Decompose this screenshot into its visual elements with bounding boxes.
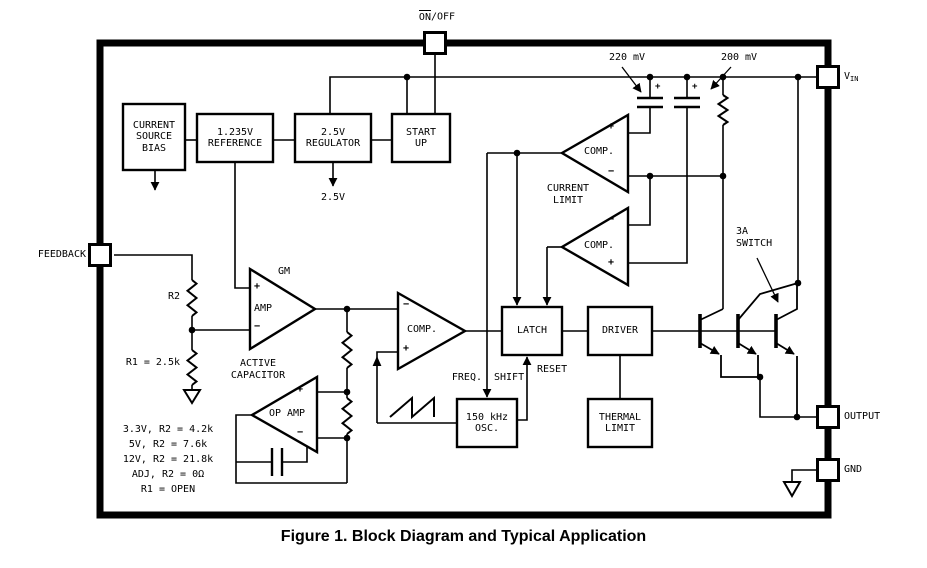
block-driver	[586, 305, 654, 357]
figure-caption: Figure 1. Block Diagram and Typical Appl…	[280, 528, 647, 545]
function-blocks	[121, 102, 654, 449]
resistor-r1	[185, 349, 199, 386]
label-3a-switch: 3A SWITCH	[736, 226, 773, 249]
resistor-sense	[716, 94, 730, 126]
resistor-table-row: 3.3V, R2 = 4.2k	[122, 424, 214, 435]
pin-label-gnd: GND	[844, 464, 863, 475]
transistor-q1	[698, 308, 760, 378]
limit-bottom-plus-sign: +	[608, 257, 615, 268]
gm-amp-symbol	[248, 266, 318, 352]
pin-label-vin: VIN	[844, 71, 858, 85]
op-amp-minus-sign: −	[297, 427, 304, 438]
ic-outline	[96, 39, 832, 519]
label-regulator: 2.5V REGULATOR	[305, 126, 361, 150]
label-reset: RESET	[537, 364, 568, 375]
pin-label-on-off: ON/OFF	[407, 10, 467, 24]
limit-top-minus-sign: −	[608, 166, 615, 177]
block-oscillator	[455, 397, 519, 449]
op-amp-symbol	[249, 374, 319, 455]
label-220mv: 220 mV	[608, 52, 646, 63]
active-capacitor-cap	[270, 448, 284, 476]
label-limit-comparator-bottom: COMP.	[583, 240, 615, 251]
vin-base-text: V	[844, 71, 851, 82]
pin-output	[816, 405, 840, 429]
block-latch	[500, 305, 564, 357]
label-r2: R2	[167, 291, 180, 302]
limit-top-plus-sign: +	[608, 121, 615, 132]
op-amp-plus-sign: +	[297, 384, 304, 395]
vin-sub-text: IN	[850, 75, 859, 83]
block-thermal-limit	[586, 397, 654, 449]
pin-gnd	[816, 458, 840, 482]
package-pins	[88, 31, 840, 482]
ground-symbol-gnd	[782, 481, 802, 499]
pin-feedback	[88, 243, 112, 267]
label-gm: GM	[278, 266, 291, 277]
pin-label-output: OUTPUT	[844, 411, 881, 422]
on-off-rest-text: /OFF	[430, 11, 456, 23]
resistor-table-row: 12V, R2 = 21.8k	[122, 454, 214, 465]
label-reference: 1.235V REFERENCE	[207, 126, 263, 150]
pin-vin	[816, 65, 840, 89]
pwm-comparator-symbol	[396, 290, 468, 372]
limit-bottom-minus-sign: −	[608, 214, 615, 225]
label-shift: SHIFT	[494, 372, 525, 383]
label-limit-comparator-top: COMP.	[583, 146, 615, 157]
pin-on-off	[423, 31, 447, 55]
threshold-sources	[637, 96, 700, 109]
label-active-capacitor: ACTIVE CAPACITOR	[230, 358, 286, 381]
arrow-3a-switch	[756, 257, 779, 303]
limit-comparator-top-symbol	[559, 112, 630, 195]
label-gm-amp: AMP	[254, 303, 273, 314]
junction-dots	[188, 73, 802, 442]
sawtooth-waveform-icon	[389, 395, 435, 420]
block-current-source-bias	[121, 102, 187, 172]
transistor-q2	[736, 282, 799, 377]
amplifier-symbols	[248, 112, 630, 455]
ground-symbol-r1	[182, 389, 202, 405]
annotation-arrows	[621, 66, 779, 303]
block-regulator	[293, 112, 373, 164]
resistor-r2	[185, 279, 199, 317]
on-off-overbar-text: ON	[418, 10, 431, 23]
label-op-amp: OP AMP	[268, 408, 306, 419]
label-current-source-bias: CURRENT SOURCE BIAS	[132, 119, 176, 154]
label-latch: LATCH	[516, 325, 548, 337]
transistor-q3	[774, 284, 798, 417]
resistor-table-row: R1 = OPEN	[140, 484, 196, 495]
resistors	[185, 94, 730, 435]
gm-minus-sign: −	[254, 321, 261, 332]
label-thermal-limit: THERMAL LIMIT	[598, 411, 642, 435]
label-pwm-comparator: COMP.	[406, 324, 438, 335]
resistor-chain-top	[340, 331, 354, 369]
label-startup: START UP	[405, 126, 437, 150]
label-freq: FREQ.	[451, 372, 482, 383]
label-r1-value: R1 = 2.5k	[125, 357, 180, 368]
label-current-limit: CURRENT LIMIT	[546, 183, 590, 206]
block-reference	[195, 112, 275, 164]
block-startup	[390, 112, 452, 164]
source-220mv-plus-sign: +	[655, 82, 661, 92]
label-oscillator: 150 kHz OSC.	[465, 411, 509, 435]
label-regulator-output: 2.5V	[320, 192, 346, 203]
arrow-220mv	[621, 66, 642, 93]
wires	[114, 53, 816, 484]
limit-comparator-bottom-symbol	[559, 205, 630, 288]
label-driver: DRIVER	[601, 325, 639, 337]
source-200mv-plus-sign: +	[692, 82, 698, 92]
pin-label-feedback: FEEDBACK	[37, 249, 86, 260]
label-200mv: 200 mV	[720, 52, 758, 63]
resistor-chain-bottom	[340, 397, 354, 435]
feedback-arrowhead	[372, 356, 382, 366]
resistor-table-row: 5V, R2 = 7.6k	[128, 439, 208, 450]
pwm-plus-sign: +	[403, 343, 410, 354]
resistor-table-row: ADJ, R2 = 0Ω	[131, 469, 205, 480]
pwm-minus-sign: −	[403, 299, 410, 310]
gm-plus-sign: +	[254, 281, 261, 292]
